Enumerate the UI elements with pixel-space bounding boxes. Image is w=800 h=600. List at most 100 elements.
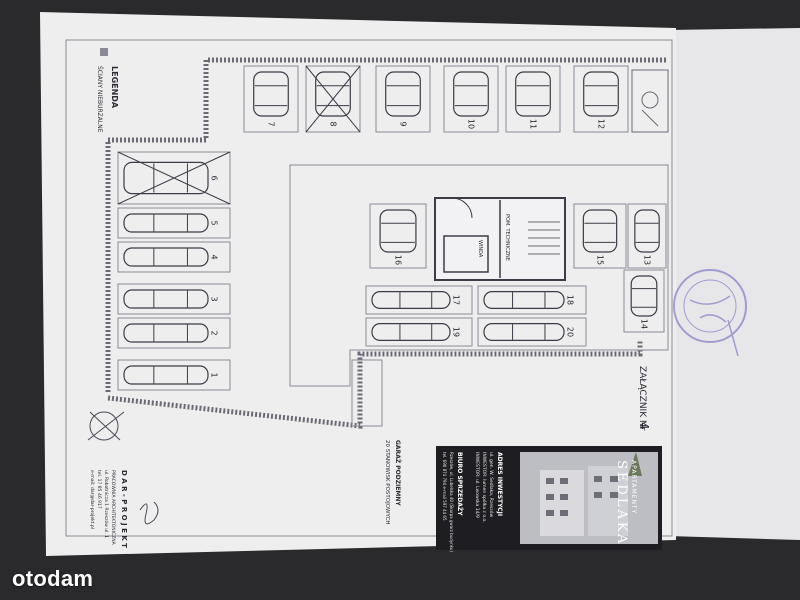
- car-outline-icon: [483, 291, 565, 310]
- parking-space-number: 19: [452, 327, 461, 337]
- parking-space-number: 9: [399, 121, 408, 126]
- outer-wall-bottom: [107, 340, 643, 429]
- car-outline-icon: [379, 209, 417, 253]
- parking-space-3: 3: [117, 283, 231, 315]
- parking-space-7: 7: [243, 65, 299, 133]
- parking-space-number: 15: [596, 255, 605, 265]
- drawing-frame: [65, 39, 673, 537]
- address-line2: INWESTOR: lumen spółka z o.o.: [481, 452, 488, 523]
- legend: LEGENDA ŚCIANY NIEBURZALNE: [96, 48, 119, 133]
- legend-item-label: ŚCIANY NIEBURZALNE: [96, 66, 103, 133]
- parking-space-number: 17: [452, 295, 461, 305]
- car-outline-icon: [385, 71, 421, 117]
- architect-line3: tel. 17 85 46 917: [96, 470, 102, 509]
- parking-space-6: 6: [117, 151, 231, 205]
- ventilation-shaft-symbol: [631, 69, 669, 133]
- parking-space-16: 16: [369, 203, 427, 269]
- car-outline-icon: [123, 323, 209, 343]
- sheet-title-line1: GARAŻ PODZIEMNY: [394, 440, 401, 506]
- car-outline-icon: [582, 209, 618, 253]
- parking-space-8: 8: [305, 65, 361, 133]
- parking-space-4: 4: [117, 241, 231, 273]
- sheet-title: GARAŻ PODZIEMNY 20 STANOWISK POSTOJOWYCH: [384, 440, 401, 525]
- address-line1: ul. gen. W. Sedlaka, Rzeszów: [488, 452, 495, 517]
- architect-line4: e-mail: dar@dar-projekt.pl: [89, 470, 95, 529]
- parking-space-number: 3: [210, 296, 219, 301]
- legend-swatch: [100, 48, 108, 56]
- parking-space-18: 18: [477, 285, 587, 315]
- parking-space-number: 7: [267, 121, 276, 126]
- parking-space-number: 4: [210, 254, 219, 259]
- parking-space-10: 10: [443, 65, 499, 133]
- technical-room-label: POM. TECHNICZNE: [504, 214, 510, 261]
- elevator-shaft: [443, 235, 489, 273]
- parking-space-12: 12: [573, 65, 629, 133]
- parking-space-number: 20: [566, 327, 575, 337]
- attachment-text: ZAŁĄCZNIK Nr: [637, 366, 647, 431]
- ramp-area-outline: [289, 164, 669, 387]
- back-paper-sheet: [668, 28, 800, 540]
- paper-sheet: [40, 12, 676, 556]
- parking-space-number: 12: [597, 119, 606, 129]
- car-outline-icon: [634, 209, 660, 253]
- car-outline-icon: [123, 247, 209, 267]
- car-outline-icon: [123, 289, 209, 309]
- north-arrow-symbol: [87, 411, 125, 441]
- sales-line2: tel. 690 874 794 e-mail 597 44 65: [442, 452, 447, 521]
- parking-space-11: 11: [505, 65, 561, 133]
- brand-line2: SEDLAKA: [614, 460, 629, 546]
- parking-space-2: 2: [117, 317, 231, 349]
- brand-line1: APARTAMENTY: [630, 460, 637, 514]
- parking-space-20: 20: [477, 317, 587, 347]
- car-outline-icon: [583, 71, 619, 117]
- sales-line1: Rzeszów, ul. Lubelska 40 (Skarpa gwarz b…: [449, 452, 454, 552]
- parking-space-number: 13: [643, 255, 652, 265]
- parking-space-9: 9: [375, 65, 431, 133]
- sales-heading: BIURO SPRZEDAŻY: [456, 452, 463, 516]
- car-outline-icon: [483, 323, 565, 342]
- parking-space-number: 5: [210, 220, 219, 225]
- signature-scribble: [139, 501, 159, 525]
- car-outline-icon: [253, 71, 289, 117]
- parking-space-number: 8: [329, 121, 338, 126]
- round-stamp: [673, 269, 747, 357]
- car-outline-icon: [453, 71, 489, 117]
- ramp-strip: [351, 359, 383, 427]
- outer-wall: [105, 57, 668, 392]
- parking-space-13: 13: [627, 203, 667, 269]
- otodam-watermark-logo: otodam: [12, 566, 94, 591]
- stairs: [528, 221, 560, 255]
- car-outline-icon: [123, 365, 209, 385]
- parking-space-14: 14: [623, 269, 665, 333]
- parking-space-number: 11: [529, 119, 538, 129]
- parking-space-number: 14: [640, 319, 649, 329]
- architect-line2: ul. Robotnicza 1 Rzeszów ul. 1: [103, 470, 110, 538]
- attachment-label: ZAŁĄCZNIK Nr 4: [637, 366, 651, 431]
- address-line3: INWESTOR: ul. Lwowska 14/9: [474, 452, 480, 518]
- parking-space-number: 16: [394, 255, 403, 265]
- address-heading: ADRES INWESTYCJI: [496, 452, 503, 516]
- legend-title: LEGENDA: [110, 66, 119, 109]
- attachment-number: 4: [637, 422, 651, 430]
- architect-name: D A R - P R O J E K T: [120, 470, 128, 548]
- parking-space-number: 18: [566, 295, 575, 305]
- car-outline-icon: [123, 213, 209, 233]
- parking-space-number: 6: [210, 175, 219, 180]
- parking-space-1: 1: [117, 359, 231, 391]
- parking-space-number: 2: [210, 330, 219, 335]
- elevator-label: WINDA: [477, 240, 483, 258]
- parking-space-number: 10: [467, 119, 476, 129]
- parking-space-number: 1: [210, 372, 219, 377]
- door-swing: [451, 197, 473, 219]
- car-outline-icon: [371, 323, 451, 342]
- parking-space-19: 19: [365, 317, 473, 347]
- car-outline-icon: [315, 71, 351, 117]
- car-outline-icon: [123, 161, 209, 195]
- architect-line1: PRACOWNIA ARCHITEKTONICZNA: [110, 470, 116, 546]
- car-outline-icon: [371, 291, 451, 310]
- parking-space-5: 5: [117, 207, 231, 239]
- parking-space-17: 17: [365, 285, 473, 315]
